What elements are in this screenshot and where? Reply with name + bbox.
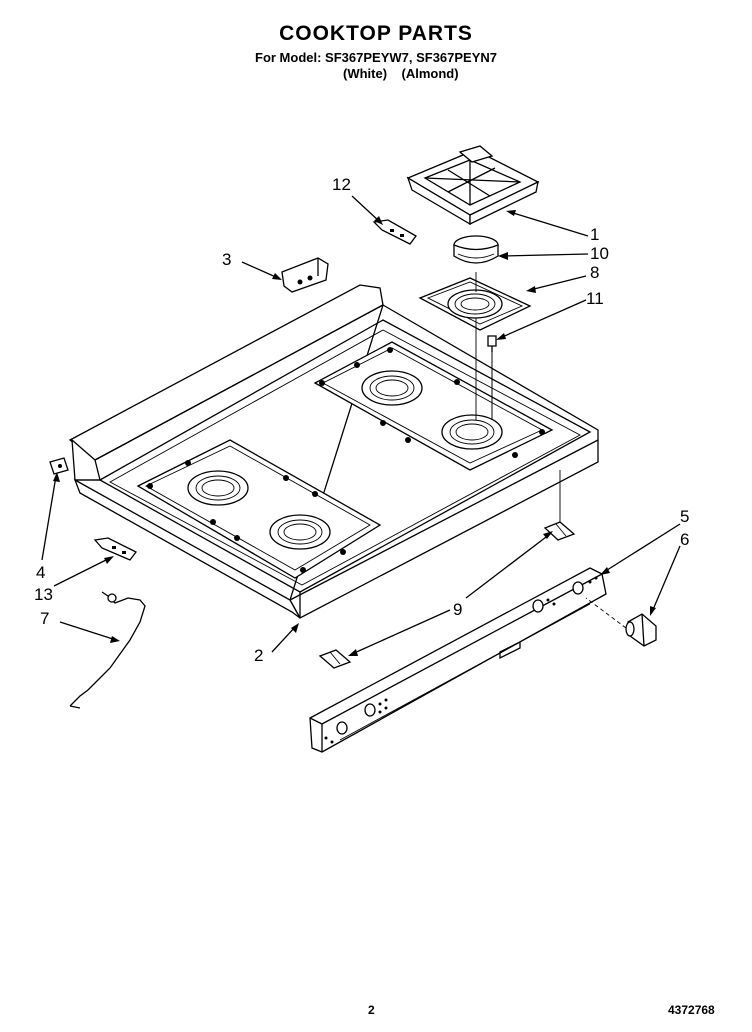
callout-8: 8 <box>590 263 600 282</box>
cooktop-main-top <box>68 284 599 619</box>
clip-part-9-lower <box>318 649 352 669</box>
callout-9: 9 <box>453 600 463 619</box>
document-number: 4372768 <box>668 1003 715 1017</box>
page-title: COOKTOP PARTS <box>279 22 473 45</box>
model-line: For Model: SF367PEYW7, SF367PEYN7 <box>255 50 498 65</box>
bracket-part-12 <box>372 219 417 245</box>
callout-10: 10 <box>590 244 609 263</box>
callout-1: 1 <box>590 225 600 244</box>
callout-11: 11 <box>586 289 604 308</box>
rod-part-7 <box>69 591 146 709</box>
callout-5: 5 <box>680 507 690 526</box>
hinge-bracket-part-3 <box>281 257 329 293</box>
callout-6: 6 <box>680 530 690 549</box>
left-burner-plate <box>136 439 382 579</box>
callout-4: 4 <box>36 563 46 582</box>
callout-13: 13 <box>34 585 53 604</box>
burner-cap-part-10 <box>453 235 499 264</box>
clip-part-9-upper <box>543 521 576 541</box>
bracket-part-13 <box>93 537 137 561</box>
leader-lines <box>41 195 681 656</box>
callout-12: 12 <box>332 175 351 194</box>
right-burner-plate <box>313 341 554 471</box>
knob-part-6 <box>585 597 657 647</box>
assembly-lines <box>475 272 561 522</box>
burner-grate-part-1 <box>406 145 540 226</box>
clip-part-4 <box>49 457 69 475</box>
control-panel-part-5 <box>309 567 607 753</box>
color-line: (White) (Almond) <box>343 66 459 81</box>
page-number: 2 <box>368 1003 375 1017</box>
burner-ring-part-8 <box>418 277 532 331</box>
callout-3: 3 <box>222 250 232 269</box>
callout-7: 7 <box>40 609 50 628</box>
callout-2: 2 <box>254 646 264 665</box>
